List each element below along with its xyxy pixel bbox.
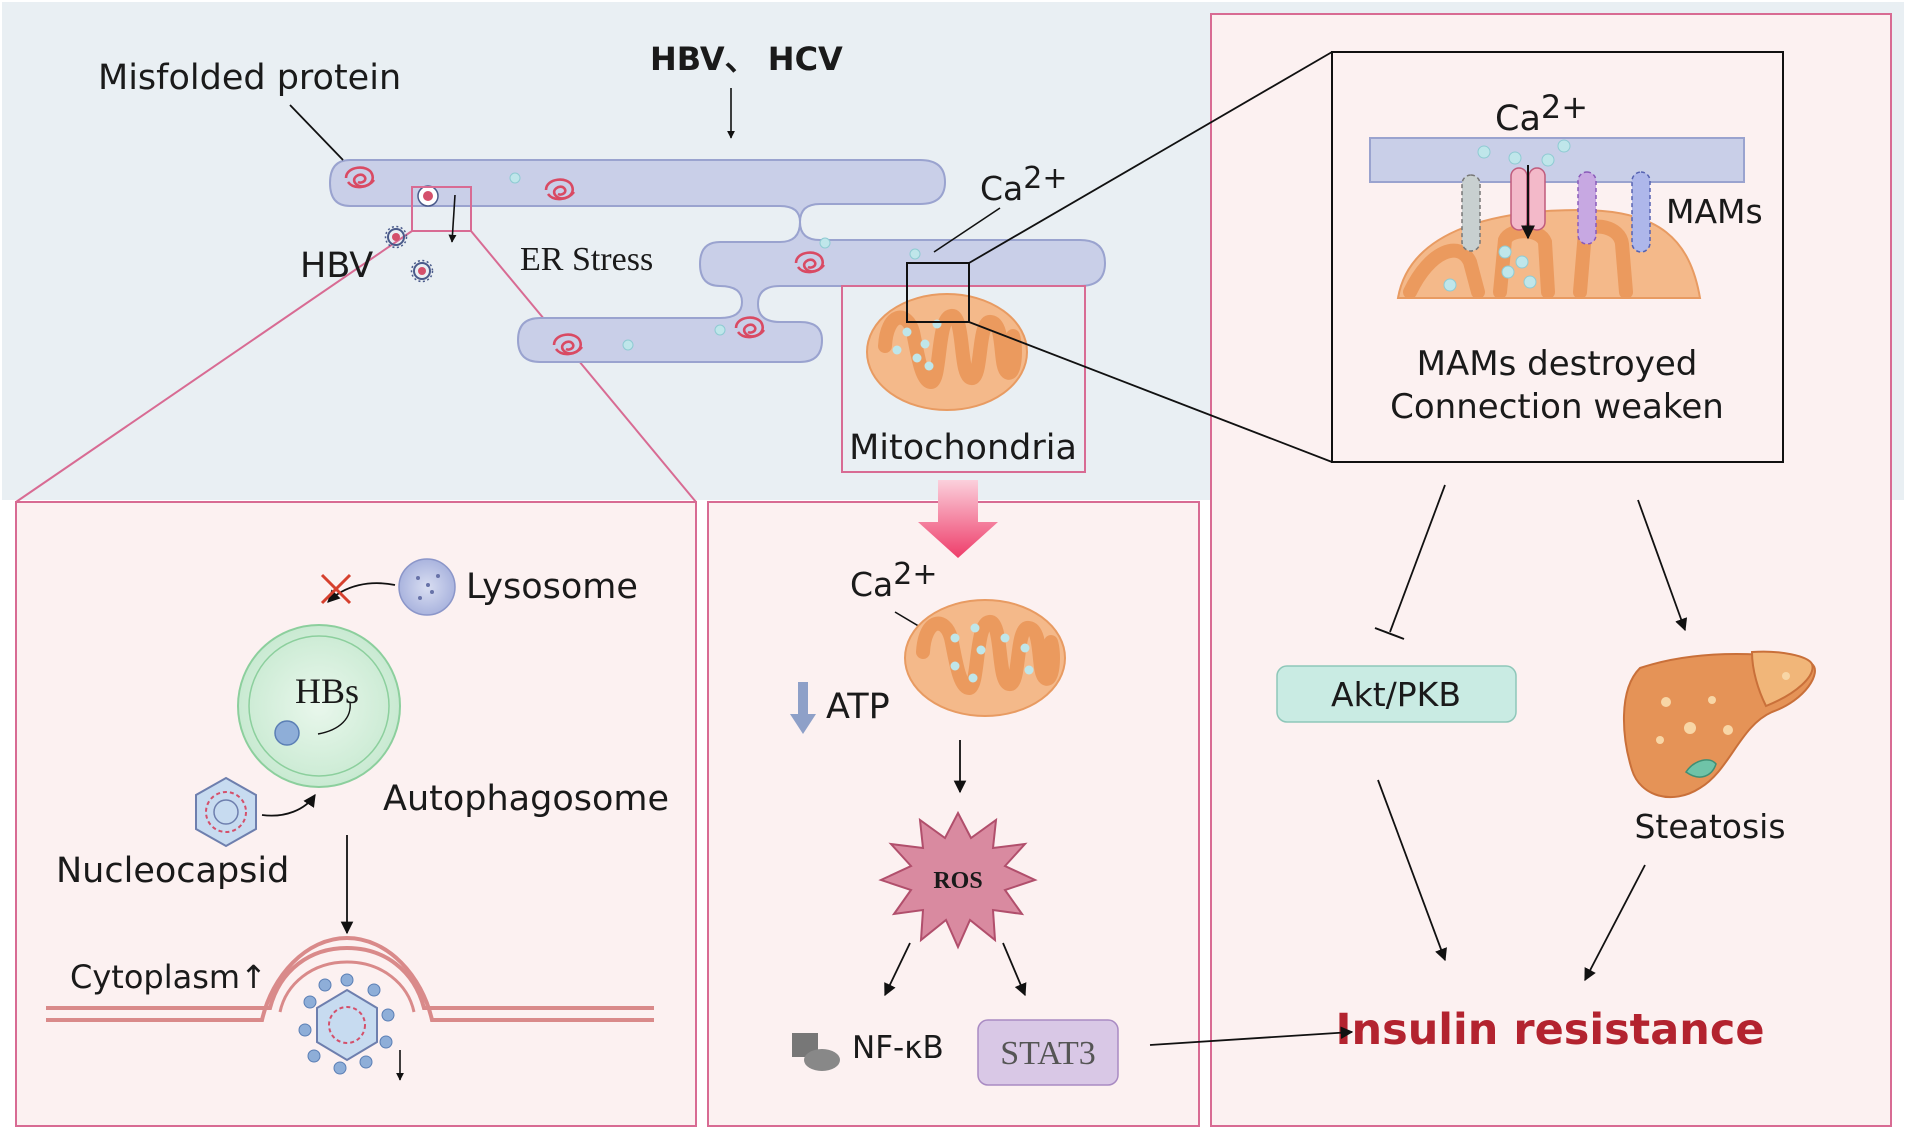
- pink-down-arrow: [918, 480, 998, 558]
- mitochondria-panel: [707, 501, 1200, 1127]
- stat3-box: [977, 1019, 1119, 1086]
- lysosome-label: Lysosome: [466, 567, 638, 607]
- ca-er-label: Ca2+: [980, 161, 1068, 208]
- er-stress-label: ER Stress: [520, 241, 653, 278]
- mam-contact-box: [906, 262, 970, 323]
- ros-to-nfkb-arrow: [884, 942, 911, 997]
- nucleocapsid-icon: [195, 776, 257, 848]
- lysosome-icon: [398, 558, 456, 616]
- hbv-hcv-label: HBV、 HCV: [650, 40, 843, 78]
- liver-icon: [1622, 650, 1816, 798]
- lysosome-fusion-arrow: [327, 582, 396, 603]
- hbv-entry-arrow: [448, 194, 457, 243]
- zoom-line-right: [470, 230, 697, 503]
- steatosis-arrow: [1637, 499, 1688, 632]
- zoom-line-left: [15, 230, 413, 503]
- ros-label: ROS: [933, 868, 982, 894]
- atp-down-arrow: [790, 682, 816, 734]
- endoplasmic-reticulum: [328, 159, 1107, 363]
- ca-mam-label: Ca2+: [1495, 88, 1588, 139]
- ca-mid-label: Ca2+: [850, 557, 938, 604]
- connection-weaken-label: Connection weaken: [1390, 387, 1724, 427]
- inhibition-line: [1389, 484, 1446, 633]
- stat3-label: STAT3: [1000, 1035, 1096, 1072]
- cytoplasm-label: Cytoplasm↑: [70, 958, 267, 996]
- er-membrane: [1369, 137, 1745, 183]
- ros-to-stat3-arrow: [1002, 942, 1027, 997]
- zoom-line-mam-bottom: [968, 321, 1333, 463]
- autophagosome-icon: [237, 624, 401, 788]
- virion-budding-icon: [298, 973, 395, 1075]
- misfolded-protein-label: Misfolded protein: [98, 58, 401, 98]
- akt-pkb-label: Akt/PKB: [1331, 675, 1461, 714]
- mitochondrion-icon: [867, 294, 1027, 410]
- cell-membrane: [46, 935, 654, 1022]
- atp-label: ATP: [826, 687, 890, 727]
- insulin-resistance-label: Insulin resistance: [1335, 1005, 1764, 1055]
- autophagosome-label: Autophagosome: [383, 779, 669, 819]
- nfkb-icon: [792, 1033, 840, 1071]
- mams-label: MAMs: [1666, 192, 1763, 231]
- akt-pkb-box: [1276, 665, 1517, 723]
- akt-to-ir-arrow: [1377, 779, 1447, 962]
- ca-er-leader: [933, 207, 1001, 253]
- inhibition-bar: [1374, 627, 1405, 640]
- hbv-label: HBV: [300, 246, 373, 286]
- misfolded-protein-leader: [289, 104, 344, 161]
- blocked-fusion-icon: [320, 573, 352, 605]
- mams-destroyed-label: MAMs destroyed: [1417, 344, 1698, 384]
- hbv-zoom-box: [411, 186, 472, 232]
- nucleocapsid-arrow: [261, 793, 316, 817]
- steatosis-label: Steatosis: [1634, 807, 1785, 846]
- nfkb-label: NF-κB: [852, 1030, 944, 1066]
- stat3-to-ir-arrow: [1149, 1026, 1354, 1046]
- mitochondria-box: [841, 285, 1086, 473]
- hbs-label: HBs: [295, 671, 359, 711]
- mam-tethers: [1461, 167, 1651, 253]
- mitochondrion-icon: [905, 600, 1065, 716]
- steatosis-to-ir-arrow: [1584, 864, 1646, 982]
- mitochondria-label: Mitochondria: [849, 428, 1077, 468]
- nucleocapsid-label: Nucleocapsid: [56, 851, 289, 891]
- zoom-line-mam-top: [968, 51, 1333, 264]
- ros-burst-icon: [878, 810, 1038, 950]
